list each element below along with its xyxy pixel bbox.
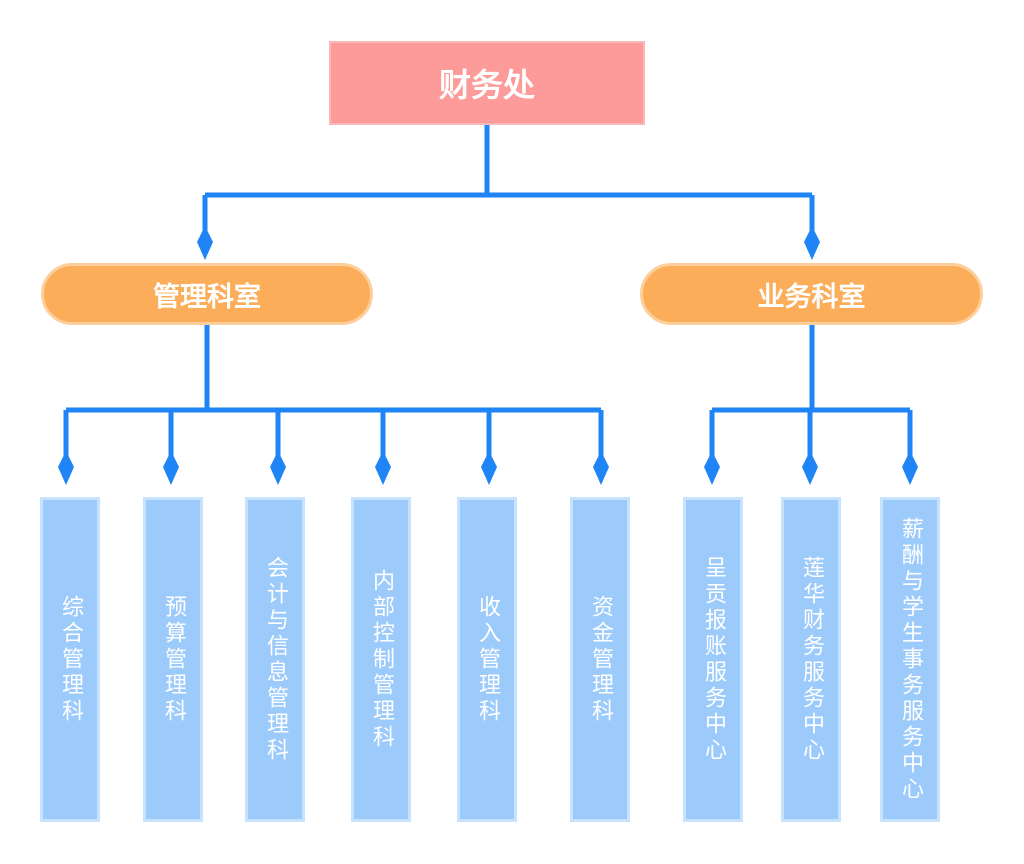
leaf-node-revenue-management: 收入管理科 (457, 497, 517, 822)
diamond-arrow-leaf-7 (704, 451, 720, 485)
root-node-label: 财务处 (438, 66, 535, 104)
diamond-arrow-leaf-6 (593, 451, 609, 485)
category-node-label: 管理科室 (153, 281, 261, 313)
leaf-node-general-management: 综合管理科 (40, 497, 100, 822)
diamond-arrow-leaf-4 (375, 451, 391, 485)
leaf-node-label: 莲华财务服务中心 (799, 555, 824, 764)
leaf-node-label: 预算管理科 (161, 594, 186, 725)
leaf-node-budget-management: 预算管理科 (143, 497, 203, 822)
diamond-arrow-leaf-2 (163, 451, 179, 485)
leaf-node-fund-management: 资金管理科 (570, 497, 630, 822)
category-node-business: 业务科室 (640, 263, 983, 325)
leaf-node-label: 资金管理科 (588, 594, 613, 725)
diamond-arrow-leaf-9 (902, 451, 918, 485)
leaf-node-label: 内部控制管理科 (369, 568, 394, 751)
diamond-arrow-business (804, 226, 820, 260)
diamond-arrow-management (197, 226, 213, 260)
leaf-node-label: 薪酬与学生事务服务中心 (898, 516, 923, 803)
leaf-node-label: 会计与信息管理科 (263, 555, 288, 764)
leaf-node-label: 呈贡报账服务中心 (701, 555, 726, 764)
category-node-label: 业务科室 (757, 281, 866, 313)
leaf-node-salary-student-service-center: 薪酬与学生事务服务中心 (880, 497, 940, 822)
diamond-arrow-leaf-5 (481, 451, 497, 485)
leaf-node-label: 综合管理科 (58, 594, 83, 725)
leaf-node-accounting-information: 会计与信息管理科 (245, 497, 305, 822)
category-node-management: 管理科室 (41, 263, 373, 325)
root-node-finance-office: 财务处 (329, 41, 645, 125)
leaf-node-internal-control: 内部控制管理科 (351, 497, 411, 822)
diamond-arrow-leaf-1 (58, 451, 74, 485)
leaf-node-label: 收入管理科 (475, 594, 500, 725)
leaf-node-chenggong-service-center: 呈贡报账服务中心 (683, 497, 743, 822)
diamond-arrow-leaf-3 (270, 451, 286, 485)
diamond-arrow-leaf-8 (802, 451, 818, 485)
leaf-node-lianhua-service-center: 莲华财务服务中心 (781, 497, 841, 822)
